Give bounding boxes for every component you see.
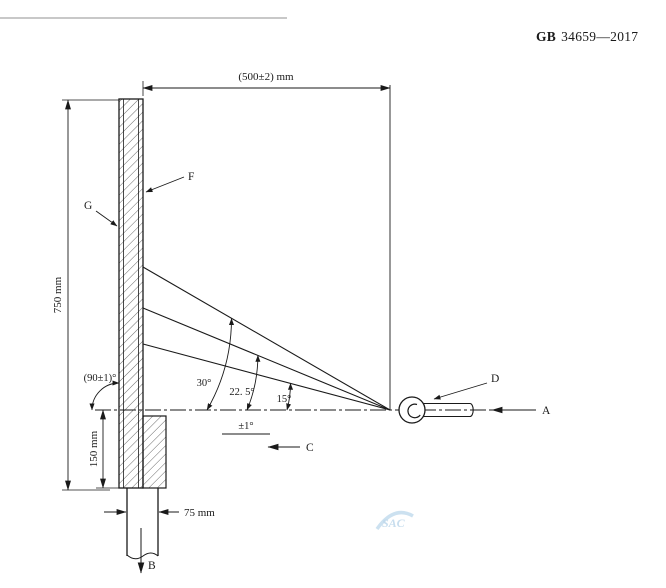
lamp-circle	[398, 396, 426, 424]
label-150mm: 150 mm	[88, 430, 100, 467]
label-B: B	[148, 560, 156, 572]
watermark: SAC	[375, 510, 414, 531]
dimension-150: 150 mm	[88, 409, 119, 489]
label-A: A	[542, 405, 551, 417]
arc-22-5deg	[246, 354, 261, 411]
arc-90deg	[89, 380, 120, 411]
label-22-5deg: 22. 5°	[229, 387, 254, 398]
leader-D	[433, 382, 488, 400]
dimension-75: 75 mm	[104, 495, 215, 519]
label-D: D	[491, 373, 499, 385]
label-15deg: 15°	[277, 394, 292, 405]
board-body	[118, 98, 144, 489]
board-clamp	[142, 415, 167, 489]
support-pipe	[126, 488, 159, 560]
line-15deg	[142, 343, 391, 411]
label-C: C	[306, 442, 314, 454]
label-90deg: (90±1)°	[84, 373, 117, 384]
dimension-500: (500±2) mm	[142, 71, 391, 96]
label-F: F	[188, 171, 194, 183]
lamp-hook	[407, 403, 421, 419]
test-board	[118, 98, 167, 489]
pipe-break-line	[126, 552, 159, 560]
leader-F	[145, 176, 185, 193]
arc-15deg	[286, 382, 294, 411]
leader-G	[95, 210, 118, 227]
line-22-5deg	[142, 307, 391, 411]
watermark-text: SAC	[382, 516, 406, 530]
angle-lines	[142, 266, 391, 411]
label-30deg: 30°	[197, 378, 212, 389]
lamp-device	[398, 396, 474, 424]
dimension-750: 750 mm	[52, 99, 119, 491]
label-G: G	[84, 200, 92, 212]
standard-code: 34659—2017	[561, 29, 638, 44]
angle-arcs	[206, 318, 294, 411]
label-tolerance: ±1°	[238, 421, 253, 432]
standard-prefix: GB	[536, 29, 556, 44]
label-75mm: 75 mm	[184, 507, 215, 519]
watermark-swoosh	[375, 510, 414, 531]
label-500mm: (500±2) mm	[238, 71, 294, 83]
label-750mm: 750 mm	[52, 276, 64, 313]
cylinder-end-cap	[469, 402, 474, 418]
line-30deg	[142, 266, 391, 411]
arc-30deg	[206, 318, 235, 411]
standard-number: GB 34659—2017	[536, 29, 638, 44]
